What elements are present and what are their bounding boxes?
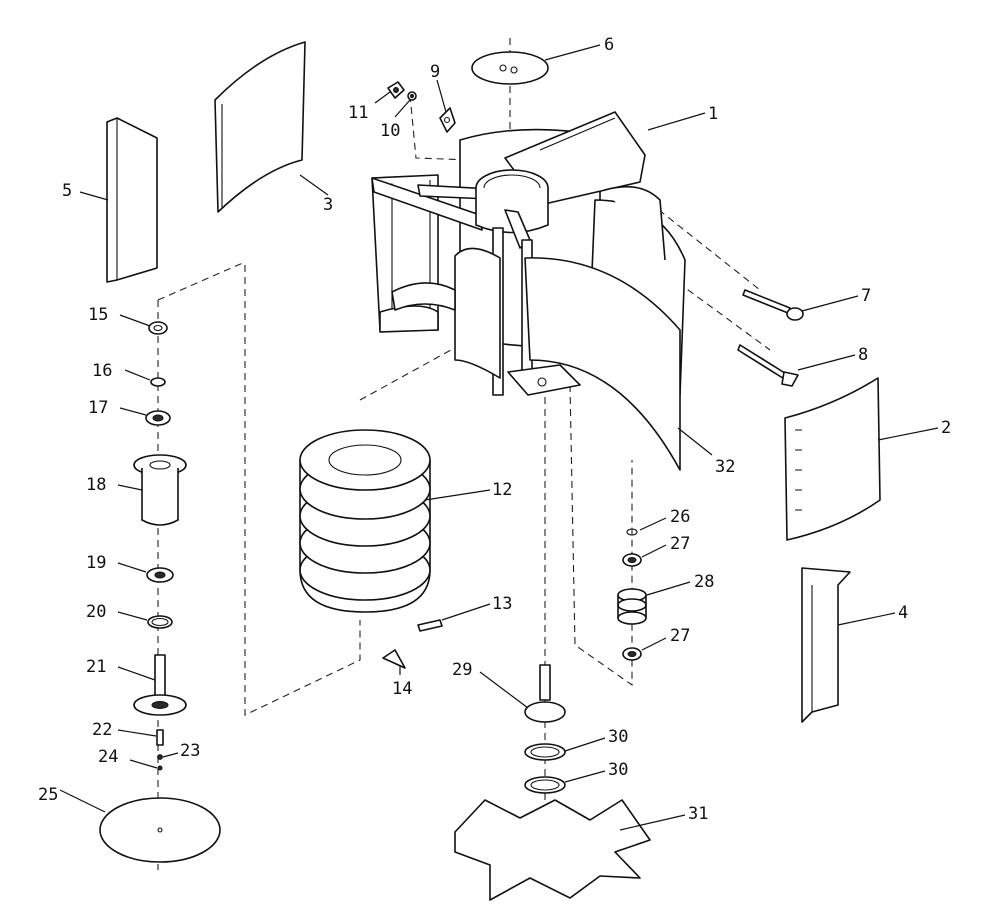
callout-18: 18 [86,475,106,495]
callout-2: 2 [941,418,951,438]
callout-12: 12 [492,480,512,500]
callout-13: 13 [492,594,512,614]
callout-28: 28 [694,572,714,592]
left-shaft-stack [99,321,221,863]
callout-22: 22 [92,720,112,740]
hardware-parts-9-10-11 [387,81,456,133]
callout-24: 24 [98,747,118,767]
callout-9: 9 [430,62,440,82]
callout-16: 16 [92,361,112,381]
stacked-rings-part-12 [299,429,431,613]
flat-panel-part-4 [801,567,851,723]
callout-4: 4 [898,603,908,623]
callout-14: 14 [392,679,412,699]
bolt-part-7 [742,289,804,321]
top-plate-part-6 [471,51,549,85]
callout-25: 25 [38,785,58,805]
callout-11: 11 [348,103,368,123]
main-frame-part-1 [371,111,686,471]
callout-20: 20 [86,602,106,622]
callout-5: 5 [62,181,72,201]
callout-8: 8 [858,345,868,365]
callout-10: 10 [380,121,400,141]
callout-17: 17 [88,398,108,418]
callout-15: 15 [88,305,108,325]
clip-part-14 [382,649,406,669]
callout-23: 23 [180,741,200,761]
callout-27-upper: 27 [670,534,690,554]
callout-27-lower: 27 [670,626,690,646]
callout-7: 7 [861,286,871,306]
callout-3: 3 [323,195,333,215]
right-bearing-stack [617,528,647,661]
clip-part-13 [417,619,443,632]
callout-32: 32 [715,457,735,477]
callout-1: 1 [708,104,718,124]
callout-labels: 1 2 3 4 5 6 7 8 9 10 11 12 13 14 15 16 1… [38,35,951,824]
flat-panel-part-5 [106,117,158,283]
callout-6: 6 [604,35,614,55]
leader-lines [59,44,939,831]
callout-31: 31 [688,804,708,824]
curved-panel-part-2 [784,377,881,541]
callout-30-upper: 30 [608,727,628,747]
callout-30-lower: 30 [608,760,628,780]
callout-21: 21 [86,657,106,677]
center-hub-stack [454,664,651,901]
callout-29: 29 [452,660,472,680]
bolt-part-8 [737,344,799,387]
callout-19: 19 [86,553,106,573]
curved-panel-part-3 [214,41,306,213]
callout-26: 26 [670,507,690,527]
